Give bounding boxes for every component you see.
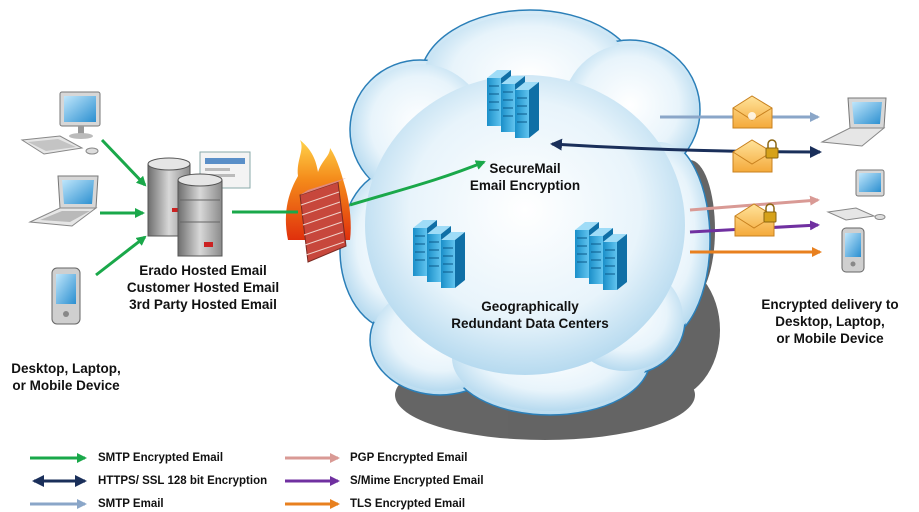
smtp-encrypted-arrow-cloud bbox=[349, 160, 486, 207]
firewall-icon bbox=[285, 140, 351, 263]
mobile-device-icon-right bbox=[841, 227, 865, 273]
legend-label-smtp-encrypted: SMTP Encrypted Email bbox=[98, 452, 224, 464]
source-label-customer: Customer Hosted Email bbox=[126, 280, 280, 295]
mobile-device-icon bbox=[51, 267, 81, 325]
https-ssl-arrow bbox=[550, 138, 822, 158]
smtp-encrypted-arrow-mobile bbox=[95, 235, 147, 277]
securemail-title: SecureMail bbox=[489, 161, 561, 176]
locked-envelope-icon bbox=[734, 203, 777, 237]
source-label-erado: Erado Hosted Email bbox=[139, 263, 267, 278]
right-devices-line-3: or Mobile Device bbox=[776, 331, 884, 346]
right-devices-label: Encrypted delivery to Desktop, Laptop, o… bbox=[750, 296, 910, 347]
datacenters-line-1: Geographically bbox=[481, 299, 579, 314]
securemail-label: SecureMail Email Encryption bbox=[455, 160, 595, 194]
cloud-fill bbox=[342, 14, 708, 411]
left-devices-line-1: Desktop, Laptop, bbox=[11, 361, 121, 376]
locked-envelope-icon bbox=[732, 139, 779, 173]
datacenters-label: Geographically Redundant Data Centers bbox=[440, 298, 620, 332]
envelope-icon bbox=[732, 95, 773, 129]
legend-label-smime: S/Mime Encrypted Email bbox=[350, 475, 484, 487]
smtp-encrypted-arrow-desktop bbox=[100, 138, 147, 187]
legend-label-pgp: PGP Encrypted Email bbox=[350, 452, 468, 464]
source-label-third-party: 3rd Party Hosted Email bbox=[129, 297, 277, 312]
desktop-computer-icon bbox=[20, 91, 101, 155]
legend-label-tls: TLS Encrypted Email bbox=[350, 498, 466, 510]
securemail-subtitle: Email Encryption bbox=[469, 178, 581, 193]
legend-label-smtp: SMTP Email bbox=[98, 498, 164, 510]
right-devices-line-2: Desktop, Laptop, bbox=[775, 314, 885, 329]
datacenters-line-2: Redundant Data Centers bbox=[451, 316, 609, 331]
email-server-icon bbox=[147, 151, 251, 257]
right-devices-line-1: Encrypted delivery to bbox=[761, 297, 899, 312]
left-devices-line-2: or Mobile Device bbox=[12, 378, 120, 393]
left-devices-label: Desktop, Laptop, or Mobile Device bbox=[0, 360, 132, 394]
email-sources-label: Erado Hosted Email Customer Hosted Email… bbox=[108, 262, 298, 313]
legend-icons bbox=[30, 453, 340, 509]
desktop-computer-icon-right bbox=[826, 169, 886, 221]
legend-label-https-ssl: HTTPS/ SSL 128 bit Encryption bbox=[98, 475, 268, 487]
laptop-icon bbox=[28, 175, 99, 227]
laptop-icon-right bbox=[820, 97, 887, 147]
